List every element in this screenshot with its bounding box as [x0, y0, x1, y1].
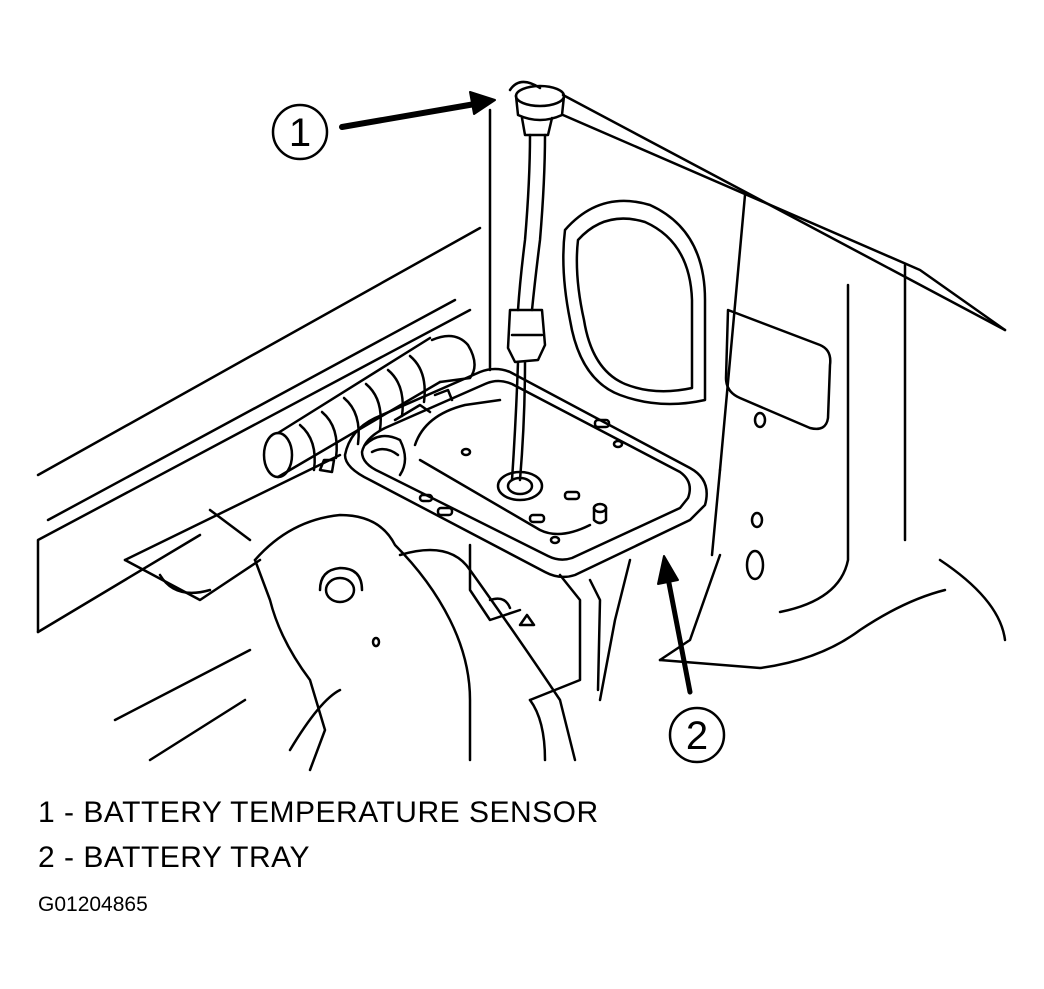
- firewall-panel: [488, 80, 1007, 670]
- callout-2: 2: [657, 555, 726, 764]
- callout-2-number: 2: [686, 714, 708, 758]
- tray-support-bracket: [468, 543, 632, 702]
- callout-1: 1: [271, 91, 496, 161]
- legend-item-2: 2 - BATTERY TRAY: [38, 841, 310, 874]
- figure-id: G01204865: [38, 893, 148, 916]
- battery-temperature-sensor: [506, 84, 566, 482]
- air-duct-hose: [262, 334, 476, 479]
- battery-tray: [343, 367, 708, 579]
- engine-compartment-diagram: 1 2: [36, 80, 1007, 772]
- fender-panel: [36, 226, 482, 634]
- legend-item-1: 1 - BATTERY TEMPERATURE SENSOR: [38, 796, 599, 829]
- callout-1-number: 1: [289, 111, 311, 155]
- inner-fender: [113, 513, 577, 772]
